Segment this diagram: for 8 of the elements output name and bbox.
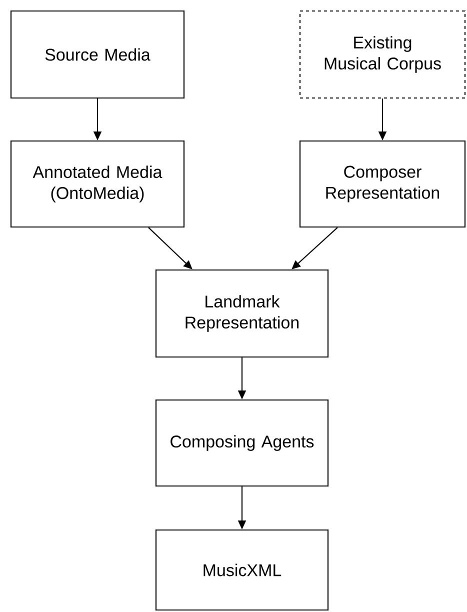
process-box: Annotated Media (OntoMedia) <box>10 140 185 228</box>
process-box: Source Media <box>10 10 185 99</box>
process-box: Composer Representation <box>299 140 466 228</box>
process-box: Landmark Representation <box>155 269 329 358</box>
arrow <box>148 227 192 270</box>
process-box: Composing Agents <box>155 399 329 487</box>
process-box: Existing Musical Corpus <box>299 10 466 99</box>
process-box: MusicXML <box>155 529 329 611</box>
